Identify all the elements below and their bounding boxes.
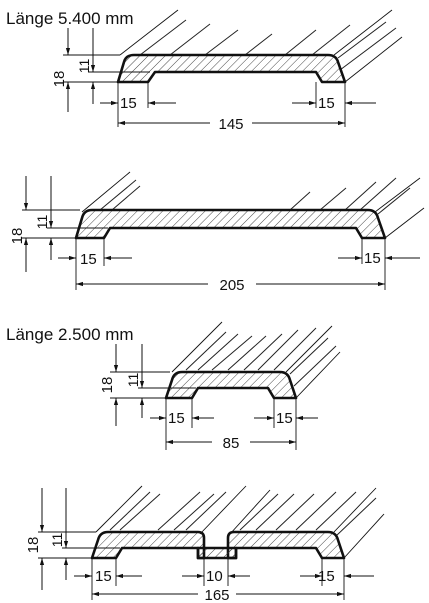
edge-left-label: 15: [95, 568, 112, 585]
edge-left-label: 15: [120, 95, 137, 112]
edge-right-dimension: 15: [292, 82, 376, 127]
flange-dimension: 11: [125, 344, 145, 418]
flange-label: 11: [76, 59, 92, 74]
flange-label: 11: [34, 215, 50, 230]
profile-section: [164, 370, 298, 400]
gap-label: 10: [206, 568, 223, 585]
surface-shading: [99, 177, 411, 215]
height-label: 18: [51, 71, 68, 88]
edge-left-label: 15: [80, 251, 97, 268]
perspective-lines: [119, 9, 403, 83]
profile-3: Länge 2.500 mm 18: [6, 321, 341, 452]
length-note: Länge 5.400 mm: [6, 9, 134, 28]
length-note: Länge 2.500 mm: [6, 325, 134, 344]
profile-1: Länge 5.400 mm 18: [6, 9, 403, 133]
width-dimension: 165: [92, 587, 344, 603]
profile-section-right: [226, 530, 346, 560]
flange-dimension: 11: [34, 176, 54, 260]
surface-shading: [109, 491, 377, 537]
flange-dimension: 11: [76, 28, 96, 104]
edge-right-dimension: 15: [254, 398, 318, 450]
edge-left-label: 15: [168, 410, 185, 427]
edge-right-label: 15: [276, 410, 293, 427]
surface-shading: [139, 19, 397, 71]
flange-label: 11: [125, 373, 141, 388]
gap-dimension: 10: [182, 558, 250, 586]
surface-shading: [185, 327, 337, 387]
width-label: 85: [223, 435, 240, 452]
width-label: 205: [219, 277, 244, 294]
profile-section: [116, 53, 347, 84]
width-dimension: 205: [76, 277, 385, 294]
flange-label: 11: [49, 533, 65, 548]
profile-2: 18 11 15 15 205: [9, 171, 425, 294]
flange-dimension: 11: [49, 488, 69, 580]
edge-left-dimension: 15: [100, 82, 176, 127]
width-dimension: 85: [166, 435, 296, 452]
edge-right-label: 15: [318, 95, 335, 112]
height-dimension: 18: [99, 344, 196, 426]
width-dimension: 145: [118, 116, 345, 133]
height-dimension: 18: [25, 488, 120, 590]
profile-4: 18 11 15 10 15: [25, 485, 385, 603]
width-label: 145: [218, 116, 243, 133]
perspective-lines: [81, 171, 425, 239]
height-dimension: 18: [9, 176, 108, 272]
height-dimension: 18: [51, 28, 150, 112]
height-label: 18: [25, 537, 42, 554]
edge-right-dimension: 15: [300, 558, 374, 600]
width-label: 165: [204, 587, 229, 603]
edge-right-dimension: 15: [338, 238, 420, 290]
joint-piece: [196, 546, 238, 560]
height-label: 18: [9, 228, 26, 245]
perspective-lines: [95, 485, 385, 559]
edge-right-label: 15: [364, 250, 381, 267]
edge-right-label: 15: [318, 568, 335, 585]
profile-section-left: [90, 530, 206, 560]
profile-section: [74, 208, 387, 240]
perspective-lines: [171, 321, 341, 399]
height-label: 18: [99, 377, 116, 394]
edge-left-dimension: 15: [58, 238, 132, 290]
